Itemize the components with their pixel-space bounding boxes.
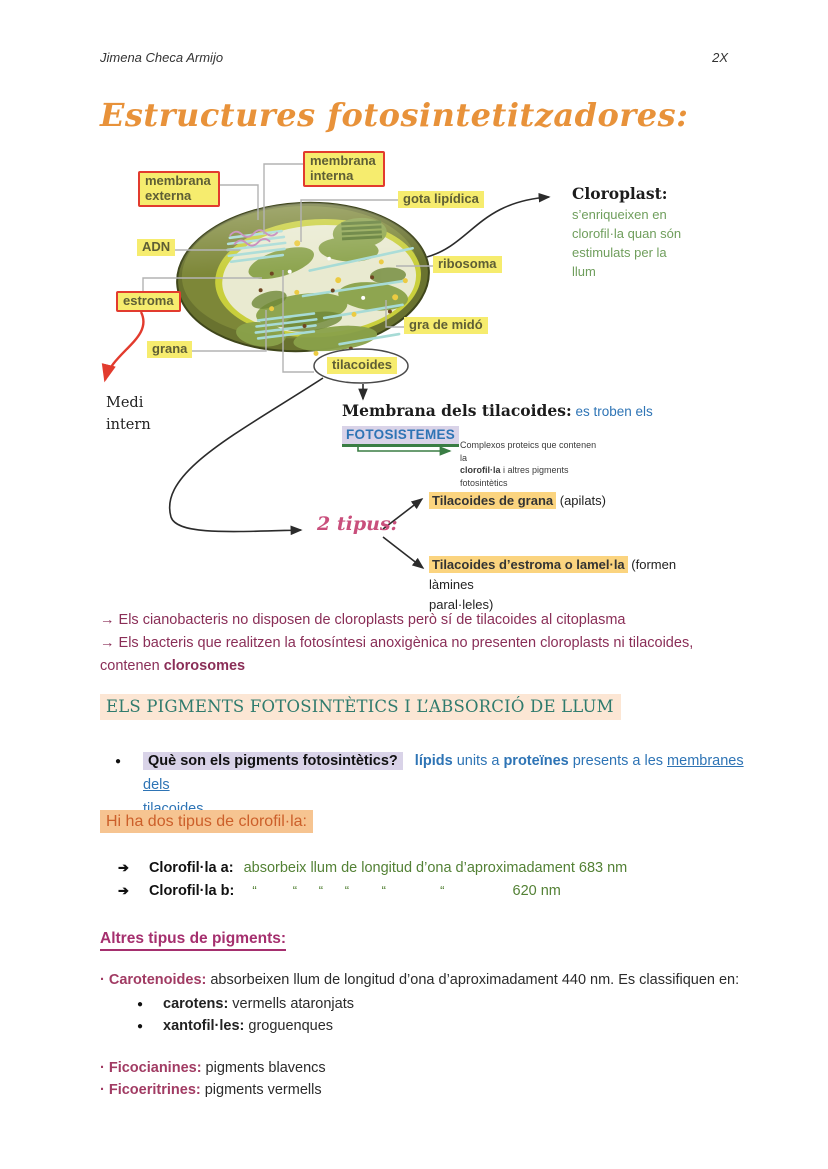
ficocianines-text: pigments blavencs (201, 1060, 326, 1076)
complexos-note: Complexos proteics que contenen la cloro… (460, 439, 598, 489)
xantofil-text: groguenques (244, 1018, 334, 1034)
chlorophyll-b-label: Clorofil·la b: (148, 883, 235, 899)
membrana-tilacoides-block: Membrana dels tilacoides: es troben els … (342, 401, 653, 447)
complexos-line1: Complexos proteics que contenen la (460, 440, 597, 463)
altres-heading: Altres tipus de pigments: (100, 930, 287, 951)
section-heading-wrap: ELS PIGMENTS FOTOSINTÈTICS I L’ABSORCIÓ … (100, 694, 621, 720)
hiha-heading: Hi ha dos tipus de clorofil·la: (100, 810, 313, 833)
ficocianines-label: · Ficocianines: (100, 1060, 202, 1076)
bullet-icon: ● (137, 1021, 144, 1032)
header-author: Jimena Checa Armijo (100, 50, 224, 65)
label-estroma: estroma (116, 291, 181, 312)
cloroplast-description: s’enriqueixen en clorofil·la quan són es… (572, 207, 682, 279)
section-heading: ELS PIGMENTS FOTOSINTÈTICS I L’ABSORCIÓ … (100, 694, 621, 720)
label-membrana-interna: membrana interna (303, 151, 385, 187)
tipus-estroma-rest1: (formen làmines (429, 557, 677, 593)
tipus-grana-rest: (apilats) (556, 493, 606, 508)
tipus-estroma-highlight: Tilacoides d’estroma o lamel·la (429, 556, 628, 573)
tipus-grana-item: Tilacoides de grana (apilats) (429, 491, 606, 511)
note-chlorosomes: contenen clorosomes (100, 658, 780, 674)
tipus-grana-highlight: Tilacoides de grana (429, 492, 557, 509)
ficoeritrines-label: · Ficoeritrines: (100, 1082, 201, 1098)
note-chlorosomes-bold: clorosomes (163, 658, 246, 674)
note-bacteria: → Els bacteris que realitzen la fotosínt… (100, 635, 694, 651)
red-arrow (101, 311, 145, 383)
carotens-text: vermells ataronjats (228, 996, 354, 1012)
ficoeritrines-text: pigments vermells (200, 1082, 322, 1098)
chlorophyll-b-dittos: “ “ “ “ “ “ (252, 883, 445, 898)
label-tilacoides: tilacoides (327, 357, 397, 374)
answer-link-membranes[interactable]: membranes dels (143, 753, 744, 793)
cloroplast-annotation: Cloroplast: s’enriqueixen en clorofil·la… (572, 184, 684, 281)
carotens-item: ● carotens: vermells ataronjats (137, 996, 354, 1012)
chlorophyll-b-item: ➔ Clorofil·la b: “ “ “ “ “ “ 620 nm (118, 883, 561, 899)
complexos-line2: i altres pigments fotosintètics (460, 465, 569, 488)
ficoeritrines-line: · Ficoeritrines: pigments vermells (100, 1082, 800, 1098)
fotosistemes-highlight: FOTOSISTEMES (342, 426, 460, 447)
arrow-bullet-icon: ➔ (118, 860, 129, 875)
answer-mid2: presents a les (568, 753, 668, 769)
tipus-estroma-item: Tilacoides d’estroma o lamel·la (formen … (429, 555, 707, 615)
label-gota-lipidica: gota lipídica (398, 191, 484, 208)
tipus-estroma-rest2: paral·leles) (429, 597, 494, 613)
hiha-heading-wrap: Hi ha dos tipus de clorofil·la: (100, 810, 313, 833)
carotenoides-line: · Carotenoides: absorbeixen llum de long… (100, 972, 800, 988)
chlorophyll-a-item: ➔ Clorofil·la a: absorbeix llum de longi… (118, 860, 627, 876)
diagram-artwork (101, 163, 551, 569)
xantofil-item: ● xantofil·les: groguenques (137, 1018, 333, 1034)
carotenoides-text: absorbeixen llum de longitud d’ona d’apr… (206, 972, 740, 988)
label-ribosoma: ribosoma (433, 256, 502, 273)
altres-heading-wrap: Altres tipus de pigments: (100, 930, 287, 951)
note-cyanobacteria: → Els cianobacteris no disposen de cloro… (100, 612, 626, 628)
membrana-tilacoides-note: es troben els (571, 404, 653, 419)
pigments-question: Què son els pigments fotosintètics? (143, 752, 403, 770)
arrow-bullet-icon: ➔ (118, 883, 129, 898)
label-gra-de-mido: gra de midó (404, 317, 488, 334)
chlorophyll-b-value: 620 nm (512, 883, 561, 899)
pigments-question-item: ● Què son els pigments fotosintètics? lí… (115, 750, 759, 822)
dos-tipus-label: 2 tipus: (317, 513, 398, 535)
connector-lines (142, 163, 433, 373)
note-chlorosomes-pre: contenen (100, 658, 164, 674)
chlorophyll-a-label: Clorofil·la a: (148, 860, 234, 876)
carotenoides-label: · Carotenoides: (100, 972, 207, 988)
membrana-tilacoides-title: Membrana dels tilacoides: (342, 401, 572, 420)
answer-proteins: proteïnes (503, 753, 569, 769)
page-title: Estructures fotosintetitzadores: (100, 96, 689, 134)
label-grana: grana (147, 341, 193, 358)
bullet-icon: ● (115, 756, 122, 767)
chloroplast-diagram: membrana externa membrana interna gota l… (0, 140, 828, 612)
annotation-arrows (168, 192, 551, 569)
ficocianines-line: · Ficocianines: pigments blavencs (100, 1060, 800, 1076)
answer-lipids: lípids (414, 753, 453, 769)
cloroplast-title: Cloroplast: (572, 184, 668, 203)
medi-intern-label: Medi intern (106, 395, 151, 433)
chlorophyll-a-text: absorbeix llum de longitud d’ona d’aprox… (243, 860, 628, 876)
label-membrana-externa: membrana externa (138, 171, 220, 207)
label-adn: ADN (137, 239, 176, 256)
xantofil-label: xantofil·les: (163, 1018, 245, 1034)
chloroplast-illustration (176, 201, 430, 356)
bullet-icon: ● (137, 999, 144, 1010)
answer-mid1: units a (452, 753, 504, 769)
carotens-label: carotens: (163, 996, 229, 1012)
complexos-bold: clorofil·la (460, 465, 501, 476)
header-page-number: 2X (712, 50, 728, 65)
